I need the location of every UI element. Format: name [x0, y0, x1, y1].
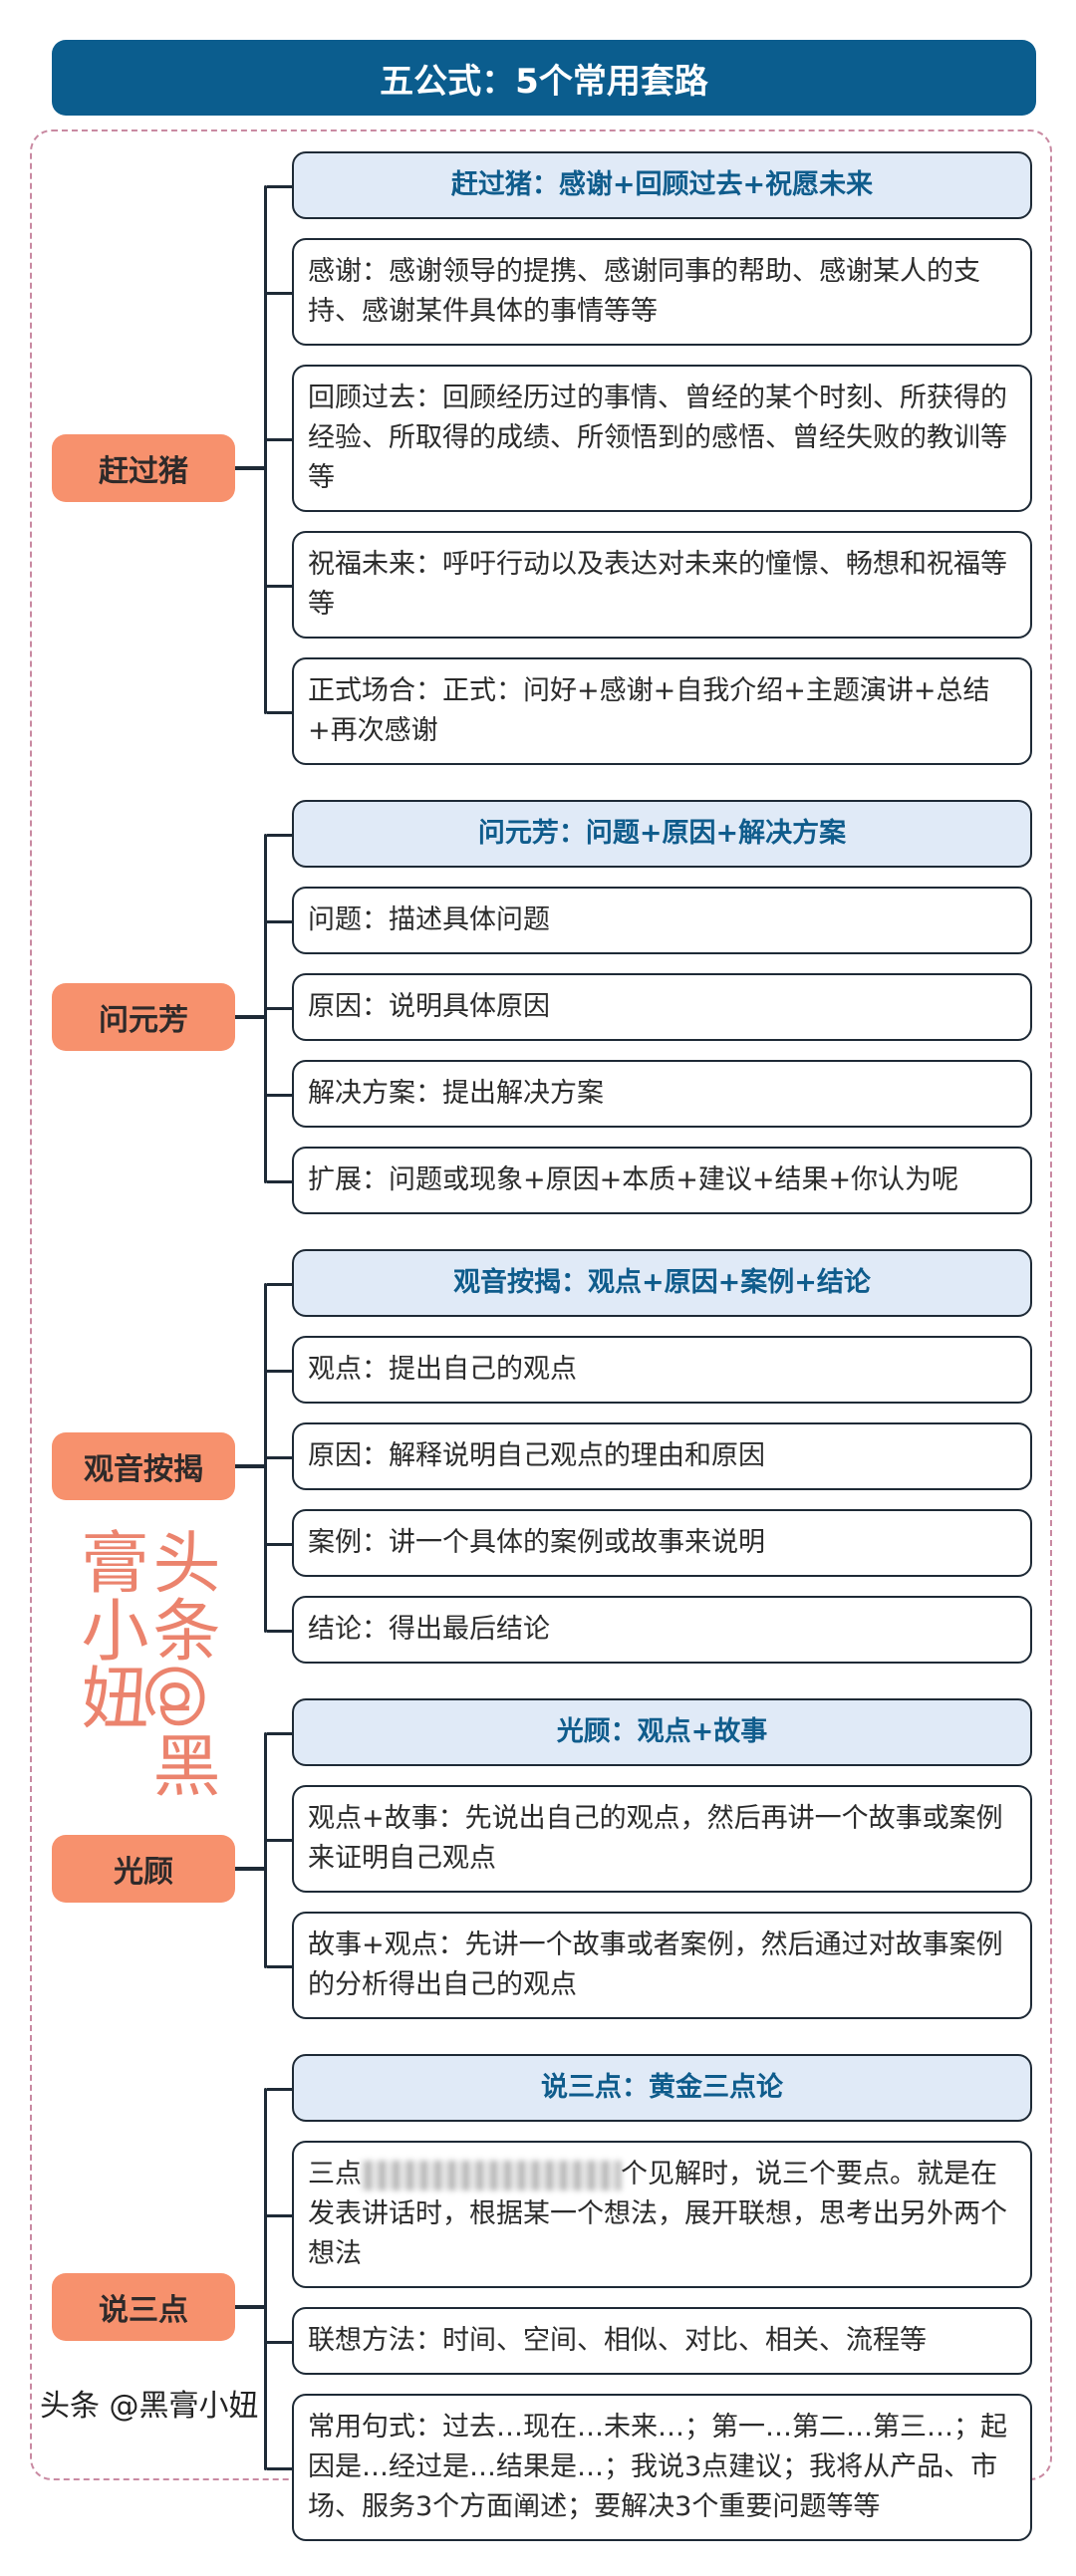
topic-node: 观音按揭: [52, 1431, 235, 1500]
branch-list: 说三点：黄金三点论三点个见解时，说三个要点。就是在发表讲话时，根据某一个想法，展…: [264, 2054, 1032, 2560]
detail-box: 解决方案：提出解决方案: [267, 1060, 1032, 1128]
detail-box: 祝福未来：呼吁行动以及表达对未来的憧憬、畅想和祝福等等: [267, 531, 1032, 639]
topic-node: 赶过猪: [52, 433, 235, 502]
section-header: 光顾：观点+故事: [267, 1698, 1032, 1766]
bracket-tick: [267, 1283, 293, 1286]
detail-box: 正式场合：正式：问好+感谢+自我介绍+主题演讲+总结+再次感谢: [267, 657, 1032, 765]
bracket-tick: [267, 2214, 293, 2217]
topic-node: 光顾: [52, 1834, 235, 1903]
section-4: 光顾光顾：观点+故事观点+故事：先说出自己的观点，然后再讲一个故事或案例来证明自…: [52, 1698, 1032, 2038]
bracket-tick: [267, 1007, 293, 1010]
section-header: 说三点：黄金三点论: [267, 2054, 1032, 2122]
bracket-line: [264, 834, 267, 1183]
section-3: 观音按揭观音按揭：观点+原因+案例+结论观点：提出自己的观点原因：解释说明自己观…: [52, 1249, 1032, 1682]
bracket-tick: [267, 1180, 293, 1183]
bracket-line: [264, 1732, 267, 1968]
bracket-tick: [267, 1839, 293, 1842]
bracket-tick: [267, 2088, 293, 2091]
detail-box: 故事+观点：先讲一个故事或者案例，然后通过对故事案例的分析得出自己的观点: [267, 1912, 1032, 2019]
connector-line: [235, 2305, 265, 2309]
topic-node: 问元芳: [52, 982, 235, 1051]
watermark: 头条@黑膏小妞: [69, 1526, 219, 1798]
detail-box: 问题：描述具体问题: [267, 887, 1032, 954]
bracket-tick: [267, 834, 293, 837]
branch-list: 赶过猪：感谢+回顾过去+祝愿未来感谢：感谢领导的提携、感谢同事的帮助、感谢某人的…: [264, 151, 1032, 784]
bracket-tick: [267, 1732, 293, 1735]
bracket-tick: [267, 2341, 293, 2344]
detail-box: 观点+故事：先说出自己的观点，然后再讲一个故事或案例来证明自己观点: [267, 1785, 1032, 1893]
bracket-tick: [267, 1370, 293, 1373]
bracket-tick: [267, 711, 293, 714]
branch-list: 光顾：观点+故事观点+故事：先说出自己的观点，然后再讲一个故事或案例来证明自己观…: [264, 1698, 1032, 2038]
detail-box: 结论：得出最后结论: [267, 1596, 1032, 1664]
topic-node: 说三点: [52, 2273, 235, 2341]
bracket-line: [264, 185, 267, 714]
detail-box: 常用句式：过去…现在…未来…；第一…第二…第三…；起因是…经过是…结果是…；我说…: [267, 2394, 1032, 2541]
detail-box: 原因：解释说明自己观点的理由和原因: [267, 1422, 1032, 1490]
bracket-tick: [267, 920, 293, 923]
bracket-line: [264, 2088, 267, 2470]
detail-text: 三点: [308, 2159, 362, 2190]
bracket-tick: [267, 1965, 293, 1968]
bracket-tick: [267, 438, 293, 441]
section-header: 问元芳：问题+原因+解决方案: [267, 800, 1032, 868]
connector-line: [235, 465, 265, 470]
bracket-tick: [267, 1630, 293, 1633]
section-2: 问元芳问元芳：问题+原因+解决方案问题：描述具体问题原因：说明具体原因解决方案：…: [52, 800, 1032, 1233]
connector-line: [235, 1463, 265, 1468]
bracket-line: [264, 1283, 267, 1633]
connector-line: [235, 1866, 265, 1871]
section-header: 观音按揭：观点+原因+案例+结论: [267, 1249, 1032, 1317]
detail-box: 案例：讲一个具体的案例或故事来说明: [267, 1509, 1032, 1577]
blurred-region: [362, 2160, 621, 2190]
bracket-tick: [267, 292, 293, 295]
bracket-tick: [267, 585, 293, 588]
detail-box: 原因：说明具体原因: [267, 973, 1032, 1041]
mindmap: 赶过猪赶过猪：感谢+回顾过去+祝愿未来感谢：感谢领导的提携、感谢同事的帮助、感谢…: [52, 151, 1032, 2576]
bracket-tick: [267, 2467, 293, 2470]
page-title: 五公式：5个常用套路: [52, 40, 1036, 116]
connector-line: [235, 1014, 265, 1019]
section-5: 说三点说三点：黄金三点论三点个见解时，说三个要点。就是在发表讲话时，根据某一个想…: [52, 2054, 1032, 2560]
detail-box: 三点个见解时，说三个要点。就是在发表讲话时，根据某一个想法，展开联想，思考出另外…: [267, 2141, 1032, 2288]
detail-box: 感谢：感谢领导的提携、感谢同事的帮助、感谢某人的支持、感谢某件具体的事情等等: [267, 238, 1032, 346]
detail-box: 观点：提出自己的观点: [267, 1336, 1032, 1404]
detail-text: 个见解时，说三个要点。就是在发表讲话时，根据某一个想法，展开联想，思考出另外两个…: [308, 2159, 1007, 2269]
footer-watermark: 头条 @黑膏小妞: [40, 2389, 259, 2424]
section-header: 赶过猪：感谢+回顾过去+祝愿未来: [267, 151, 1032, 219]
detail-box: 扩展：问题或现象+原因+本质+建议+结果+你认为呢: [267, 1147, 1032, 1214]
bracket-tick: [267, 1094, 293, 1097]
bracket-tick: [267, 1456, 293, 1459]
bracket-tick: [267, 1543, 293, 1546]
detail-box: 回顾过去：回顾经历过的事情、曾经的某个时刻、所获得的经验、所取得的成绩、所领悟到…: [267, 365, 1032, 512]
bracket-tick: [267, 185, 293, 188]
section-1: 赶过猪赶过猪：感谢+回顾过去+祝愿未来感谢：感谢领导的提携、感谢同事的帮助、感谢…: [52, 151, 1032, 784]
detail-box: 联想方法：时间、空间、相似、对比、相关、流程等: [267, 2307, 1032, 2375]
branch-list: 问元芳：问题+原因+解决方案问题：描述具体问题原因：说明具体原因解决方案：提出解…: [264, 800, 1032, 1233]
branch-list: 观音按揭：观点+原因+案例+结论观点：提出自己的观点原因：解释说明自己观点的理由…: [264, 1249, 1032, 1682]
